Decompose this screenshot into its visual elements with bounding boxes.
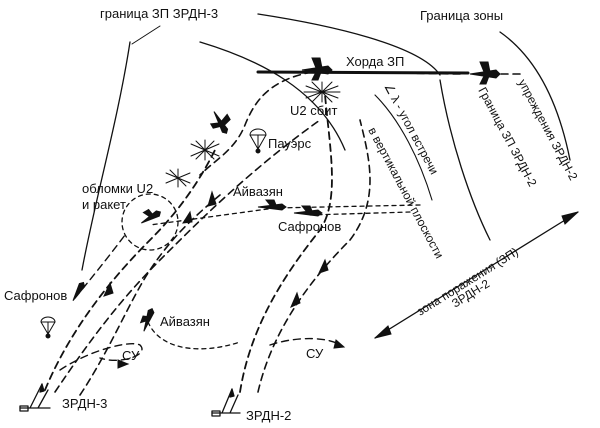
label-leader-3rdn3 bbox=[131, 25, 161, 45]
zone-boundary-right-line bbox=[257, 13, 441, 76]
explosion-icon bbox=[165, 168, 191, 188]
label-ayvazyan-top: Айвазян bbox=[233, 184, 283, 199]
plane-icon bbox=[469, 61, 501, 85]
su-loop-left bbox=[59, 343, 143, 371]
label-safronov-top: Сафронов bbox=[278, 219, 341, 234]
label-zone-chord: Хорда ЗП bbox=[346, 54, 404, 69]
plane-icon bbox=[141, 208, 162, 224]
parachute-icon bbox=[249, 128, 267, 154]
plane-icon bbox=[209, 111, 231, 134]
label-su-right: СУ bbox=[306, 346, 324, 361]
missile-icon bbox=[318, 258, 329, 274]
label-zone-boundary-3rdn3: граница ЗП ЗРДН-3 bbox=[100, 6, 218, 21]
missile-icon bbox=[290, 291, 301, 308]
missile-icon bbox=[182, 210, 193, 224]
label-battalion-2: ЗРДН-2 bbox=[246, 408, 291, 423]
plane-icon bbox=[139, 308, 155, 332]
missile-track-3rdn3-a bbox=[44, 149, 216, 391]
launcher-icon bbox=[19, 383, 51, 412]
label-ayvazyan-bottom: Айвазян bbox=[160, 314, 210, 329]
missile-track-3rdn3-c bbox=[79, 194, 221, 396]
zone-boundary-top-arc bbox=[199, 41, 346, 151]
missile-icon bbox=[207, 190, 217, 207]
zone-boundary-3rdn3-line bbox=[81, 41, 131, 271]
explosion-icon bbox=[303, 81, 341, 103]
debris-circle bbox=[121, 193, 179, 251]
kill-zone-arrow bbox=[374, 211, 579, 339]
u2-descent-track bbox=[199, 71, 313, 176]
parachute-icon bbox=[40, 316, 56, 339]
label-debris: обломки U2 bbox=[82, 181, 153, 196]
kill-zone-arrowhead-a bbox=[374, 325, 392, 339]
fighter-path-safronov-top bbox=[309, 211, 411, 216]
launcher-icon bbox=[211, 388, 241, 417]
label-zone-boundary: Граница зоны bbox=[420, 8, 503, 23]
su-loop-right bbox=[269, 337, 341, 346]
plane-icon bbox=[72, 281, 86, 301]
label-and-missiles: и ракет bbox=[82, 197, 126, 212]
label-battalion-3: ЗРДН-3 bbox=[62, 396, 107, 411]
lead-boundary-line bbox=[499, 31, 571, 161]
label-vertical-plane: в вертикальной плоскости bbox=[365, 125, 446, 261]
missile-track-3rdn3-b bbox=[54, 119, 321, 393]
label-powers: Пауэрс bbox=[268, 136, 312, 151]
missile-track-3rdn2-main bbox=[239, 94, 333, 393]
plane-icon bbox=[257, 199, 287, 211]
label-su-left: СУ bbox=[122, 348, 140, 363]
plane-icon bbox=[293, 205, 323, 217]
plane-icon bbox=[301, 57, 333, 81]
zone-boundary-3rdn2-line bbox=[439, 79, 491, 241]
meeting-angle-arc bbox=[374, 94, 433, 201]
missile-icon bbox=[103, 281, 114, 297]
fighter-path-ayvazyan-bottom bbox=[147, 321, 241, 350]
kill-zone-arrowhead-b bbox=[561, 211, 579, 225]
missile-track-3rdn2-b bbox=[257, 119, 371, 393]
label-kill-zone: зона поражения (ЗП) bbox=[414, 245, 521, 319]
label-u2-shot-down: U2 сбит bbox=[290, 103, 337, 118]
explosion-icon bbox=[190, 139, 220, 161]
label-safronov-left: Сафронов bbox=[4, 288, 67, 303]
missile-icon bbox=[117, 359, 130, 369]
missile-icon bbox=[333, 339, 346, 349]
